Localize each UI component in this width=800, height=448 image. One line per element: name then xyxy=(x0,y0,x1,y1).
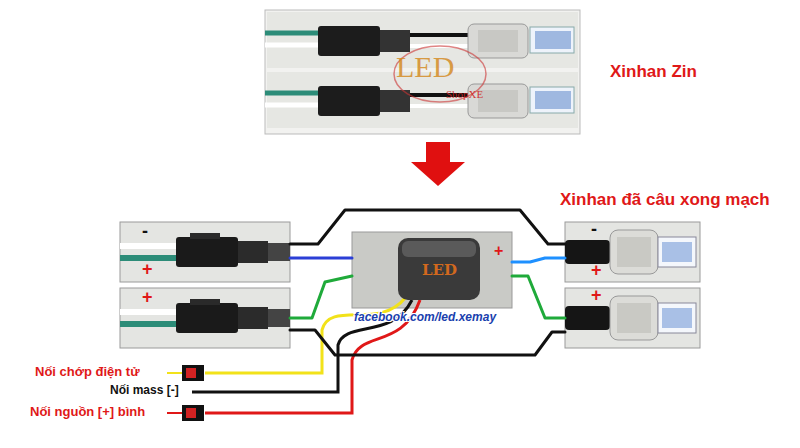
yellow-wire xyxy=(167,372,182,374)
polarity-sign: - xyxy=(591,220,597,240)
bulb-panel xyxy=(565,288,700,348)
switch-rocker xyxy=(186,368,196,378)
down-arrow xyxy=(411,142,465,186)
wire-note: Nối chớp điện tử xyxy=(35,365,140,380)
module-highlight xyxy=(402,241,476,257)
bulb-panel xyxy=(565,222,700,282)
polarity-sign: + xyxy=(142,288,153,308)
wire-connector xyxy=(512,276,565,318)
section-title: Xinhan Zin xyxy=(610,62,697,82)
wire-connector xyxy=(290,330,565,355)
relay-module xyxy=(398,238,480,300)
polarity-sign: + xyxy=(494,242,503,260)
wire-connector xyxy=(290,257,352,260)
section-title: Xinhan đã câu xong mạch xyxy=(560,190,770,210)
wire-connector xyxy=(290,276,352,318)
switch-symbol xyxy=(182,365,204,381)
connector-node: + xyxy=(120,288,290,348)
bulb-node: -+ xyxy=(565,222,700,282)
photo-frame xyxy=(265,10,580,134)
wire-connector xyxy=(512,258,565,262)
watermark: ShopXE xyxy=(446,88,483,101)
watermark: LED xyxy=(396,50,454,85)
connector-node: -+ xyxy=(120,222,290,282)
module-logo: LED xyxy=(422,262,457,279)
connector-panel xyxy=(120,222,290,282)
relay-node: LED xyxy=(352,232,512,308)
power-wire xyxy=(167,412,182,414)
polarity-sign: + xyxy=(591,286,602,306)
polarity-sign: + xyxy=(142,260,153,280)
wire-note: Nối nguồn [+] bình xyxy=(30,405,145,420)
wire-note: Nối mass [-] xyxy=(110,384,179,398)
switch-rocker xyxy=(186,408,196,418)
switch-symbol xyxy=(182,405,204,421)
module-panel xyxy=(352,232,512,308)
watermark: facebook.com/led.xemay xyxy=(354,311,496,325)
polarity-sign: - xyxy=(142,222,148,242)
polarity-sign: + xyxy=(591,261,602,281)
yellow-wire xyxy=(205,298,405,373)
bulb-node: + xyxy=(565,288,700,348)
wire-connector xyxy=(290,210,565,244)
watermark-ring xyxy=(394,46,486,102)
connector-panel xyxy=(120,288,290,348)
